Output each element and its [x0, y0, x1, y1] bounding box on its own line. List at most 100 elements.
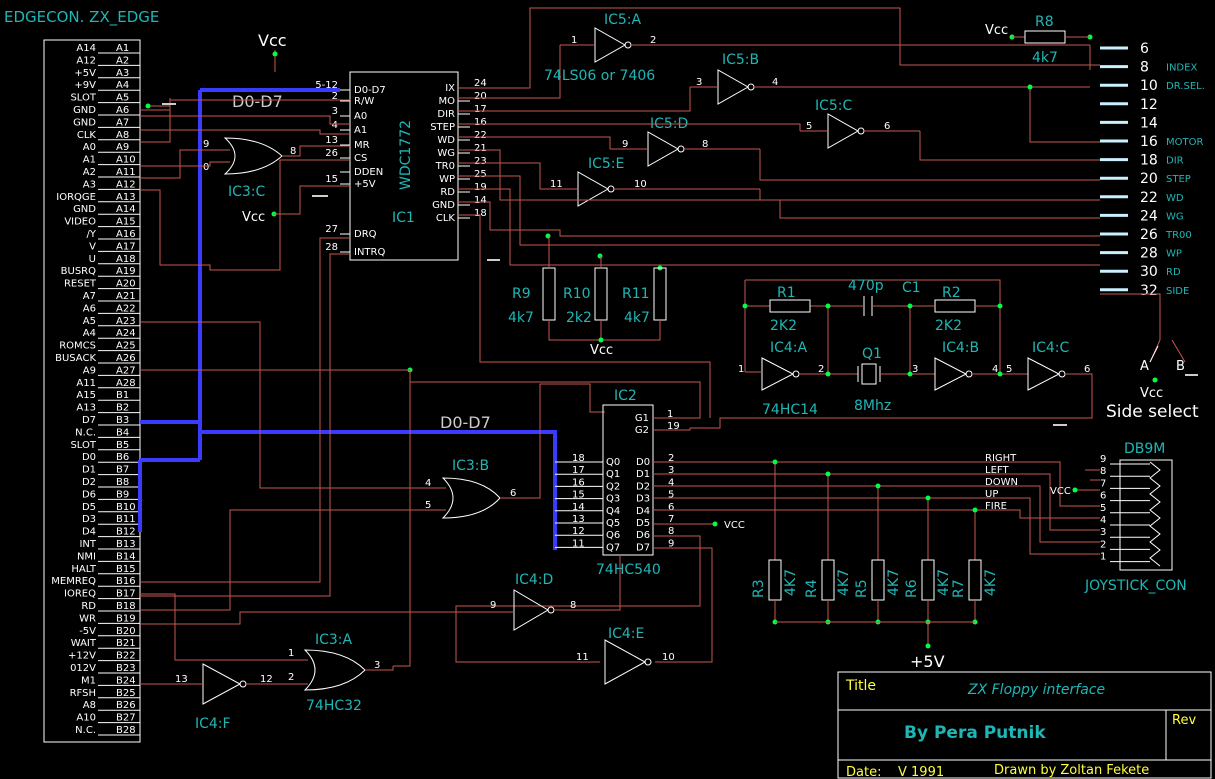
- plus5v-label: +5V: [910, 652, 945, 671]
- ic5-e: IC5:E 11 10: [540, 156, 760, 207]
- vcc-label: Vcc: [590, 343, 613, 358]
- db9-pin-num: 6: [1100, 491, 1106, 502]
- edge-signal-label: A15: [76, 390, 96, 401]
- pin-num: 4: [992, 364, 998, 375]
- edge-pin-label: B24: [116, 675, 136, 686]
- r2-value: 2K2: [935, 318, 962, 334]
- edge-signal-label: 012V: [70, 663, 96, 674]
- ic2-pin-num: 1: [667, 409, 673, 420]
- edge-signal-label: BUSACK: [55, 353, 96, 364]
- ic5b-name: IC5:B: [722, 52, 759, 68]
- edge-pin-label: A23: [116, 316, 136, 327]
- pin-num: 5: [425, 500, 431, 511]
- junction: [925, 495, 931, 501]
- ic2-pin-name: Q7: [606, 542, 620, 553]
- edge-signal-label: A8: [83, 700, 96, 711]
- edge-signal-label: WAIT: [71, 638, 97, 649]
- edge-pin-label: B3: [116, 415, 129, 426]
- floppy-pin-num: 28: [1140, 246, 1158, 262]
- ic2-part: 74HC540: [596, 562, 661, 578]
- bus-label-mid: D0-D7: [440, 413, 491, 432]
- pin-num: 8: [570, 600, 576, 611]
- pin-num: 10: [634, 179, 647, 190]
- pin-num: 1: [571, 35, 577, 46]
- edge-pin-label: A28: [116, 378, 136, 389]
- ic2-pin-name: D1: [636, 469, 650, 480]
- db9-pin-num: 8: [1100, 466, 1106, 477]
- edge-pin-label: A2: [116, 55, 129, 66]
- edge-signal-label: RD: [81, 601, 96, 612]
- edge-signal-label: A12: [76, 55, 96, 66]
- ic2-pin-num: 18: [572, 453, 585, 464]
- ic1-pin-num: 3: [332, 106, 338, 117]
- r8-value: 4k7: [1032, 50, 1058, 66]
- ic2-pin-name: Q2: [606, 481, 620, 492]
- edge-pin-label: B15: [116, 564, 136, 575]
- floppy-signal-label: RD: [1166, 267, 1181, 278]
- edge-signal-label: VIDEO: [64, 217, 96, 228]
- rpack-name: R3: [751, 579, 767, 598]
- rpack-name: R7: [951, 579, 967, 598]
- edge-signal-label: D6: [82, 489, 96, 500]
- db9-pin-num: 3: [1100, 527, 1106, 538]
- floppy-pin-num: 24: [1140, 208, 1158, 224]
- floppy-signal-label: DIR: [1166, 156, 1184, 167]
- edge-signal-label: A13: [76, 403, 96, 414]
- r9-name: R9: [512, 286, 531, 302]
- ic1-name: IC1: [392, 210, 415, 226]
- ic5-a: IC5:A 1 2 74LS06 or 7406: [544, 12, 1090, 84]
- edge-pin-label: B9: [116, 489, 129, 500]
- rpack-body: [968, 559, 982, 601]
- r10-value: 2k2: [566, 310, 592, 326]
- edge-pin-label: A17: [116, 241, 136, 252]
- edge-signal-label: +5V: [74, 68, 96, 79]
- vcc-label: Vcc: [242, 210, 265, 225]
- ic1-pin-num: 22: [474, 130, 487, 141]
- ic2-pin-num: 3: [668, 465, 674, 476]
- data-bus: [138, 88, 557, 550]
- edge-pin-label: B2: [116, 403, 129, 414]
- ic5a-name: IC5:A: [604, 12, 642, 28]
- ic5e-name: IC5:E: [588, 156, 624, 172]
- edge-signal-label: A11: [76, 378, 96, 389]
- db9-pin-num: 1: [1100, 552, 1106, 563]
- ic5-c: IC5:C 5 6: [800, 98, 920, 149]
- edge-signal-label: INT: [79, 539, 96, 550]
- pin-num: 3: [912, 364, 918, 375]
- ic2-pin-name: D6: [636, 530, 650, 541]
- edge-pin-label: B25: [116, 688, 136, 699]
- joy-signal-label: DOWN: [985, 477, 1018, 488]
- ic2-pin-name: Q5: [606, 518, 620, 529]
- edge-connector-body: [43, 39, 141, 743]
- edge-pin-label: B10: [116, 502, 136, 513]
- crystal-name: Q1: [862, 346, 882, 362]
- ic5-b: IC5:B 3 4: [690, 52, 1090, 105]
- ic1-pin-name: CLK: [436, 213, 456, 224]
- ic2-pin-num: 8: [668, 526, 674, 537]
- joy-signal-label: FIRE: [985, 501, 1007, 512]
- edge-signal-label: BUSRQ: [61, 266, 96, 277]
- edge-signal-label: GND: [73, 105, 96, 116]
- edge-pin-label: A16: [116, 229, 136, 240]
- pin-num: 3: [696, 77, 702, 88]
- edge-signal-label: V: [89, 241, 96, 252]
- edge-pin-label: A18: [116, 254, 136, 265]
- edge-pin-label: A14: [116, 204, 136, 215]
- pin-num: 12: [260, 674, 273, 685]
- joy-signal-label: LEFT: [985, 465, 1009, 476]
- edge-signal-label: D7: [82, 415, 96, 426]
- edge-signal-label: A9: [83, 365, 96, 376]
- ic2-pin-name: D4: [636, 506, 650, 517]
- pin-num: 1: [738, 364, 744, 375]
- ic2-pin-num: 4: [668, 477, 674, 488]
- floppy-pin-num: 16: [1140, 134, 1158, 150]
- edge-pin-label: A6: [116, 105, 129, 116]
- ic1-pin-num: 2: [332, 91, 338, 102]
- r1-value: 2K2: [770, 318, 797, 334]
- ic3-a: IC3:A 1 2 3 74HC32: [140, 593, 394, 714]
- ic4c-name: IC4:C: [1032, 340, 1070, 356]
- ic1-pin-num: 15: [325, 174, 338, 185]
